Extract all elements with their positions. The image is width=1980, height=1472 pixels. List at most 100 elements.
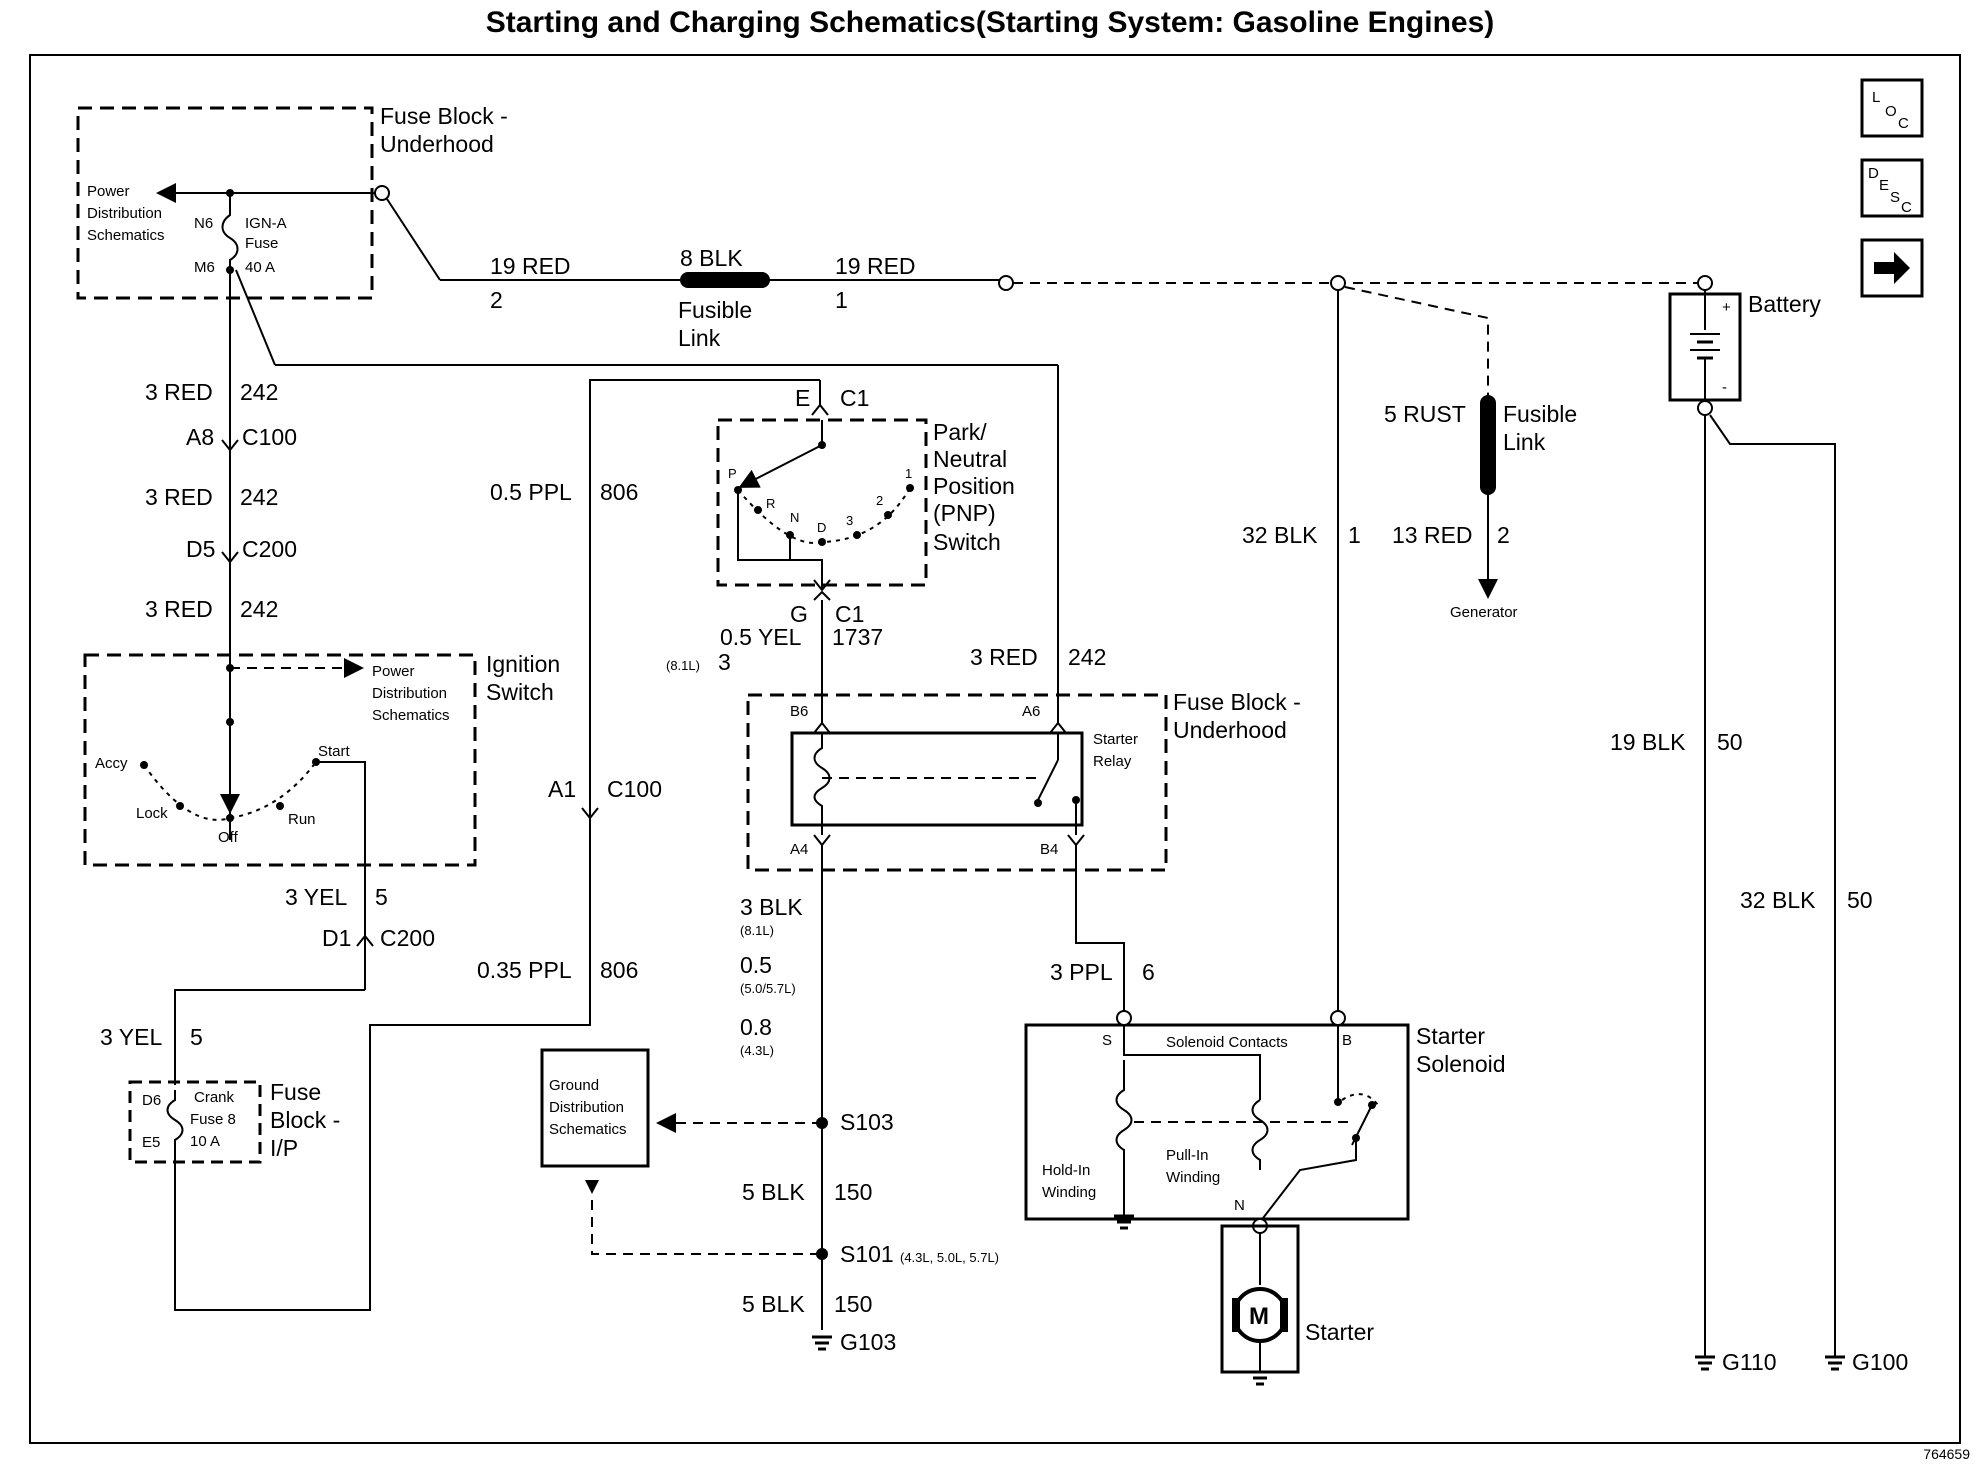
ignition-switch: Ignition Switch Power Distribution Schem… bbox=[83, 651, 560, 867]
svg-text:R: R bbox=[766, 496, 775, 511]
svg-text:Power: Power bbox=[87, 183, 130, 200]
svg-text:1737: 1737 bbox=[832, 624, 883, 650]
svg-text:B6: B6 bbox=[790, 703, 808, 720]
svg-text:(8.1L): (8.1L) bbox=[740, 923, 774, 938]
svg-text:Power: Power bbox=[372, 663, 415, 680]
svg-text:B4: B4 bbox=[1040, 841, 1058, 858]
svg-text:1: 1 bbox=[905, 466, 912, 481]
svg-text:150: 150 bbox=[834, 1179, 872, 1205]
svg-text:1: 1 bbox=[1348, 522, 1361, 548]
svg-text:Schematics: Schematics bbox=[87, 227, 165, 244]
svg-text:Accy: Accy bbox=[95, 755, 128, 772]
svg-text:3 YEL: 3 YEL bbox=[100, 1024, 162, 1050]
svg-text:(4.3L): (4.3L) bbox=[740, 1043, 774, 1058]
svg-text:150: 150 bbox=[834, 1291, 872, 1317]
svg-text:N: N bbox=[790, 510, 799, 525]
svg-text:3 PPL: 3 PPL bbox=[1050, 959, 1113, 985]
svg-text:C1: C1 bbox=[835, 601, 864, 627]
fusible-link-8blk bbox=[680, 272, 770, 288]
svg-text:3 BLK: 3 BLK bbox=[740, 894, 803, 920]
svg-text:Start: Start bbox=[318, 743, 351, 760]
svg-text:S103: S103 bbox=[840, 1109, 894, 1135]
svg-text:5 BLK: 5 BLK bbox=[742, 1291, 805, 1317]
svg-text:Block -: Block - bbox=[270, 1107, 340, 1133]
svg-text:242: 242 bbox=[240, 379, 278, 405]
svg-text:806: 806 bbox=[600, 957, 638, 983]
svg-text:C200: C200 bbox=[380, 925, 435, 951]
svg-text:N: N bbox=[1234, 1197, 1245, 1214]
svg-text:0.5 YEL: 0.5 YEL bbox=[720, 624, 802, 650]
fuse-block-ip: D6 E5 Crank Fuse 8 10 A Fuse Block - I/P bbox=[128, 1079, 340, 1164]
svg-text:Park/: Park/ bbox=[933, 419, 987, 445]
svg-text:M6: M6 bbox=[194, 259, 215, 276]
svg-text:D: D bbox=[817, 520, 826, 535]
svg-text:Fuse: Fuse bbox=[270, 1079, 321, 1105]
svg-text:Relay: Relay bbox=[1093, 753, 1132, 770]
svg-text:1: 1 bbox=[835, 287, 848, 313]
svg-text:D6: D6 bbox=[142, 1092, 161, 1109]
svg-text:Fuse: Fuse bbox=[245, 235, 278, 252]
svg-text:E5: E5 bbox=[142, 1134, 160, 1151]
svg-text:C100: C100 bbox=[607, 776, 662, 802]
diagram-frame bbox=[29, 54, 1961, 1444]
fusible-link-5rust bbox=[1480, 395, 1496, 495]
svg-text:Hold-In: Hold-In bbox=[1042, 1162, 1090, 1179]
page-title: Starting and Charging Schematics(Startin… bbox=[485, 6, 1495, 39]
ground-hold-in-icon bbox=[1114, 1214, 1134, 1230]
loc-button[interactable]: LOC bbox=[1860, 78, 1924, 138]
starter-relay bbox=[790, 731, 1084, 827]
svg-text:S101: S101 bbox=[840, 1241, 894, 1267]
svg-text:C200: C200 bbox=[242, 536, 297, 562]
svg-text:Winding: Winding bbox=[1042, 1184, 1096, 1201]
svg-text:Underhood: Underhood bbox=[380, 131, 494, 157]
svg-text:0.5 PPL: 0.5 PPL bbox=[490, 479, 572, 505]
svg-text:Ground: Ground bbox=[549, 1077, 599, 1094]
pnp-switch: Park/ Neutral Position (PNP) Switch P R … bbox=[716, 418, 1015, 587]
right-arrow-icon bbox=[1874, 252, 1910, 284]
svg-text:P: P bbox=[728, 466, 737, 481]
svg-text:Switch: Switch bbox=[933, 529, 1001, 555]
svg-text:8 BLK: 8 BLK bbox=[680, 245, 743, 271]
svg-text:Schematics: Schematics bbox=[372, 707, 450, 724]
svg-text:40 A: 40 A bbox=[245, 259, 275, 276]
svg-text:Switch: Switch bbox=[486, 679, 554, 705]
svg-text:G110: G110 bbox=[1722, 1349, 1777, 1375]
svg-text:50: 50 bbox=[1847, 887, 1873, 913]
svg-text:(5.0/5.7L): (5.0/5.7L) bbox=[740, 981, 796, 996]
svg-text:Solenoid: Solenoid bbox=[1416, 1051, 1506, 1077]
svg-text:Fuse Block -: Fuse Block - bbox=[1173, 689, 1301, 715]
diagram-id: 764659 bbox=[1923, 1446, 1970, 1462]
svg-text:6: 6 bbox=[1142, 959, 1155, 985]
ground-g103-icon bbox=[812, 1335, 832, 1351]
svg-text:Distribution: Distribution bbox=[87, 205, 162, 222]
svg-text:C100: C100 bbox=[242, 424, 297, 450]
starter-solenoid: S B N Solenoid Contacts Starter Solenoid… bbox=[1024, 1023, 1506, 1221]
svg-text:Run: Run bbox=[288, 811, 316, 828]
svg-text:5: 5 bbox=[375, 884, 388, 910]
svg-text:3 RED: 3 RED bbox=[145, 379, 213, 405]
svg-text:13 RED: 13 RED bbox=[1392, 522, 1473, 548]
svg-text:Off: Off bbox=[218, 829, 239, 846]
svg-text:Fuse Block -: Fuse Block - bbox=[380, 103, 508, 129]
svg-text:E: E bbox=[1879, 177, 1889, 194]
svg-text:G103: G103 bbox=[840, 1329, 896, 1355]
svg-text:50: 50 bbox=[1717, 729, 1743, 755]
svg-text:D: D bbox=[1868, 165, 1879, 182]
svg-text:0.8: 0.8 bbox=[740, 1014, 772, 1040]
svg-text:19 BLK: 19 BLK bbox=[1610, 729, 1686, 755]
svg-text:S: S bbox=[1102, 1032, 1112, 1049]
svg-text:Link: Link bbox=[678, 325, 721, 351]
svg-text:(PNP): (PNP) bbox=[933, 500, 996, 526]
svg-text:L: L bbox=[1872, 89, 1880, 106]
svg-text:Fuse 8: Fuse 8 bbox=[190, 1111, 236, 1128]
fuse-block-underhood-relay: Fuse Block - Underhood B6 A6 A4 B4 Start… bbox=[746, 689, 1301, 872]
svg-text:C: C bbox=[1901, 199, 1912, 216]
next-button[interactable] bbox=[1860, 238, 1924, 298]
svg-text:(8.1L): (8.1L) bbox=[666, 658, 700, 673]
svg-text:32 BLK: 32 BLK bbox=[1740, 887, 1816, 913]
svg-text:Generator: Generator bbox=[1450, 604, 1518, 621]
svg-text:Starter: Starter bbox=[1416, 1023, 1485, 1049]
svg-text:10 A: 10 A bbox=[190, 1133, 220, 1150]
